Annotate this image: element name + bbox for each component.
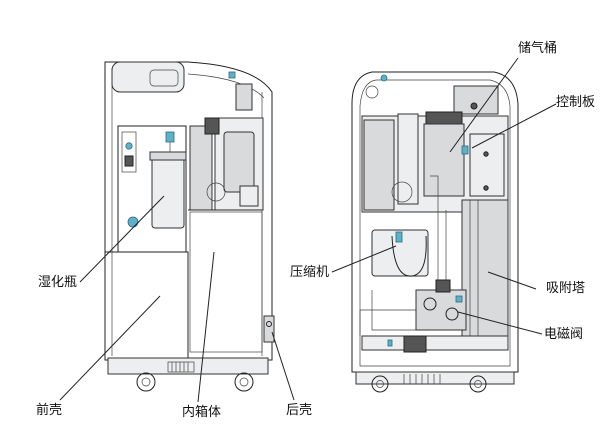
label-rear-shell: 后壳 [286, 403, 313, 418]
control-board-shape [453, 85, 499, 115]
label-control-board: 控制板 [556, 95, 596, 110]
label-solenoid-valve: 电磁阀 [544, 327, 584, 342]
label-front-shell: 前壳 [36, 403, 63, 418]
leader-humidifier [79, 195, 165, 283]
leader-lines [59, 57, 557, 403]
left-rear-wheel [234, 372, 254, 392]
leader-solenoid-valve [457, 311, 543, 335]
leader-rear-shell [271, 331, 295, 401]
compressor-shape [371, 229, 429, 277]
leader-control-board [471, 103, 557, 149]
leader-adsorption-tower [487, 271, 537, 290]
label-humidifier-bottle: 湿化瓶 [38, 275, 78, 290]
humidifier-bottle-shape [151, 155, 185, 229]
leader-compressor [331, 245, 397, 273]
adsorption-tower-shape [461, 199, 509, 347]
leader-inner-cabinet [197, 251, 215, 403]
right-right-wheel [469, 375, 487, 393]
right-unit [351, 71, 519, 393]
label-adsorption-tower: 吸附塔 [546, 281, 586, 296]
right-unit-outer-body [351, 71, 519, 373]
left-top-handle [111, 61, 185, 93]
label-compressor: 压缩机 [290, 265, 330, 280]
label-inner-cabinet: 内箱体 [182, 405, 222, 420]
leader-air-tank [449, 57, 519, 153]
left-unit [104, 61, 275, 392]
left-inner-cabinet [189, 211, 263, 353]
left-unit-outer-body [104, 61, 273, 361]
right-base [355, 371, 515, 385]
label-air-tank: 储气桶 [518, 41, 558, 56]
air-tank-shape [363, 119, 395, 211]
left-front-wheel [136, 372, 156, 392]
leader-front-shell [59, 295, 161, 401]
right-left-wheel [371, 375, 389, 393]
